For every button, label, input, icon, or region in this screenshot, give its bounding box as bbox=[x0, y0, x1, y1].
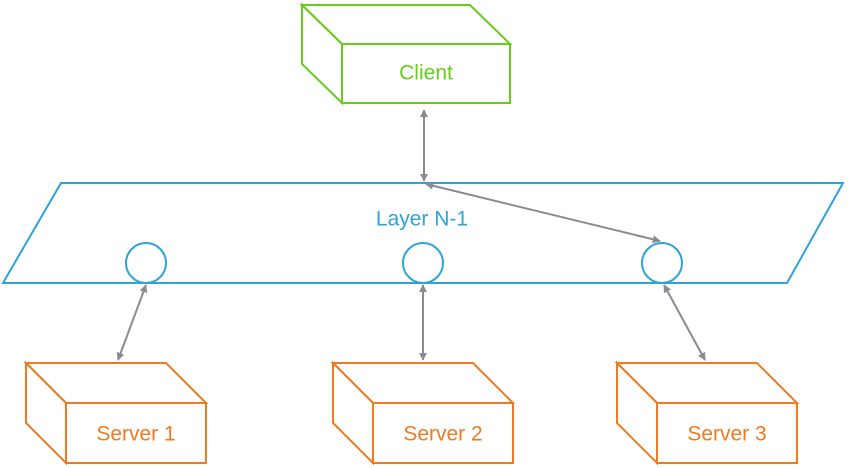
layer-endpoint-2 bbox=[402, 242, 444, 284]
server-1-box-front bbox=[65, 402, 207, 464]
server-2-box-front bbox=[372, 402, 514, 464]
server-3-box-front bbox=[656, 402, 798, 464]
arrow-layer-endpoint-3 bbox=[425, 181, 661, 244]
server-2-box: Server 2 bbox=[330, 360, 516, 466]
client-label: Client bbox=[399, 62, 453, 85]
server-3-box: Server 3 bbox=[614, 360, 800, 466]
client-box-front bbox=[341, 43, 511, 104]
client-box: Client bbox=[299, 2, 513, 106]
arrow-endpoint-1-server-1 bbox=[116, 284, 148, 361]
server-1-label: Server 1 bbox=[96, 423, 175, 446]
connections bbox=[116, 109, 706, 361]
server-3-label: Server 3 bbox=[687, 423, 766, 446]
server-2-label: Server 2 bbox=[403, 423, 482, 446]
layer-endpoint-1 bbox=[125, 242, 167, 284]
layer-label: Layer N-1 bbox=[376, 208, 468, 231]
server-1-box: Server 1 bbox=[23, 360, 209, 466]
layer-endpoint-3 bbox=[641, 242, 683, 284]
layer-n-1: Layer N-1 bbox=[1, 182, 845, 284]
arrow-endpoint-3-server-3 bbox=[663, 284, 706, 361]
